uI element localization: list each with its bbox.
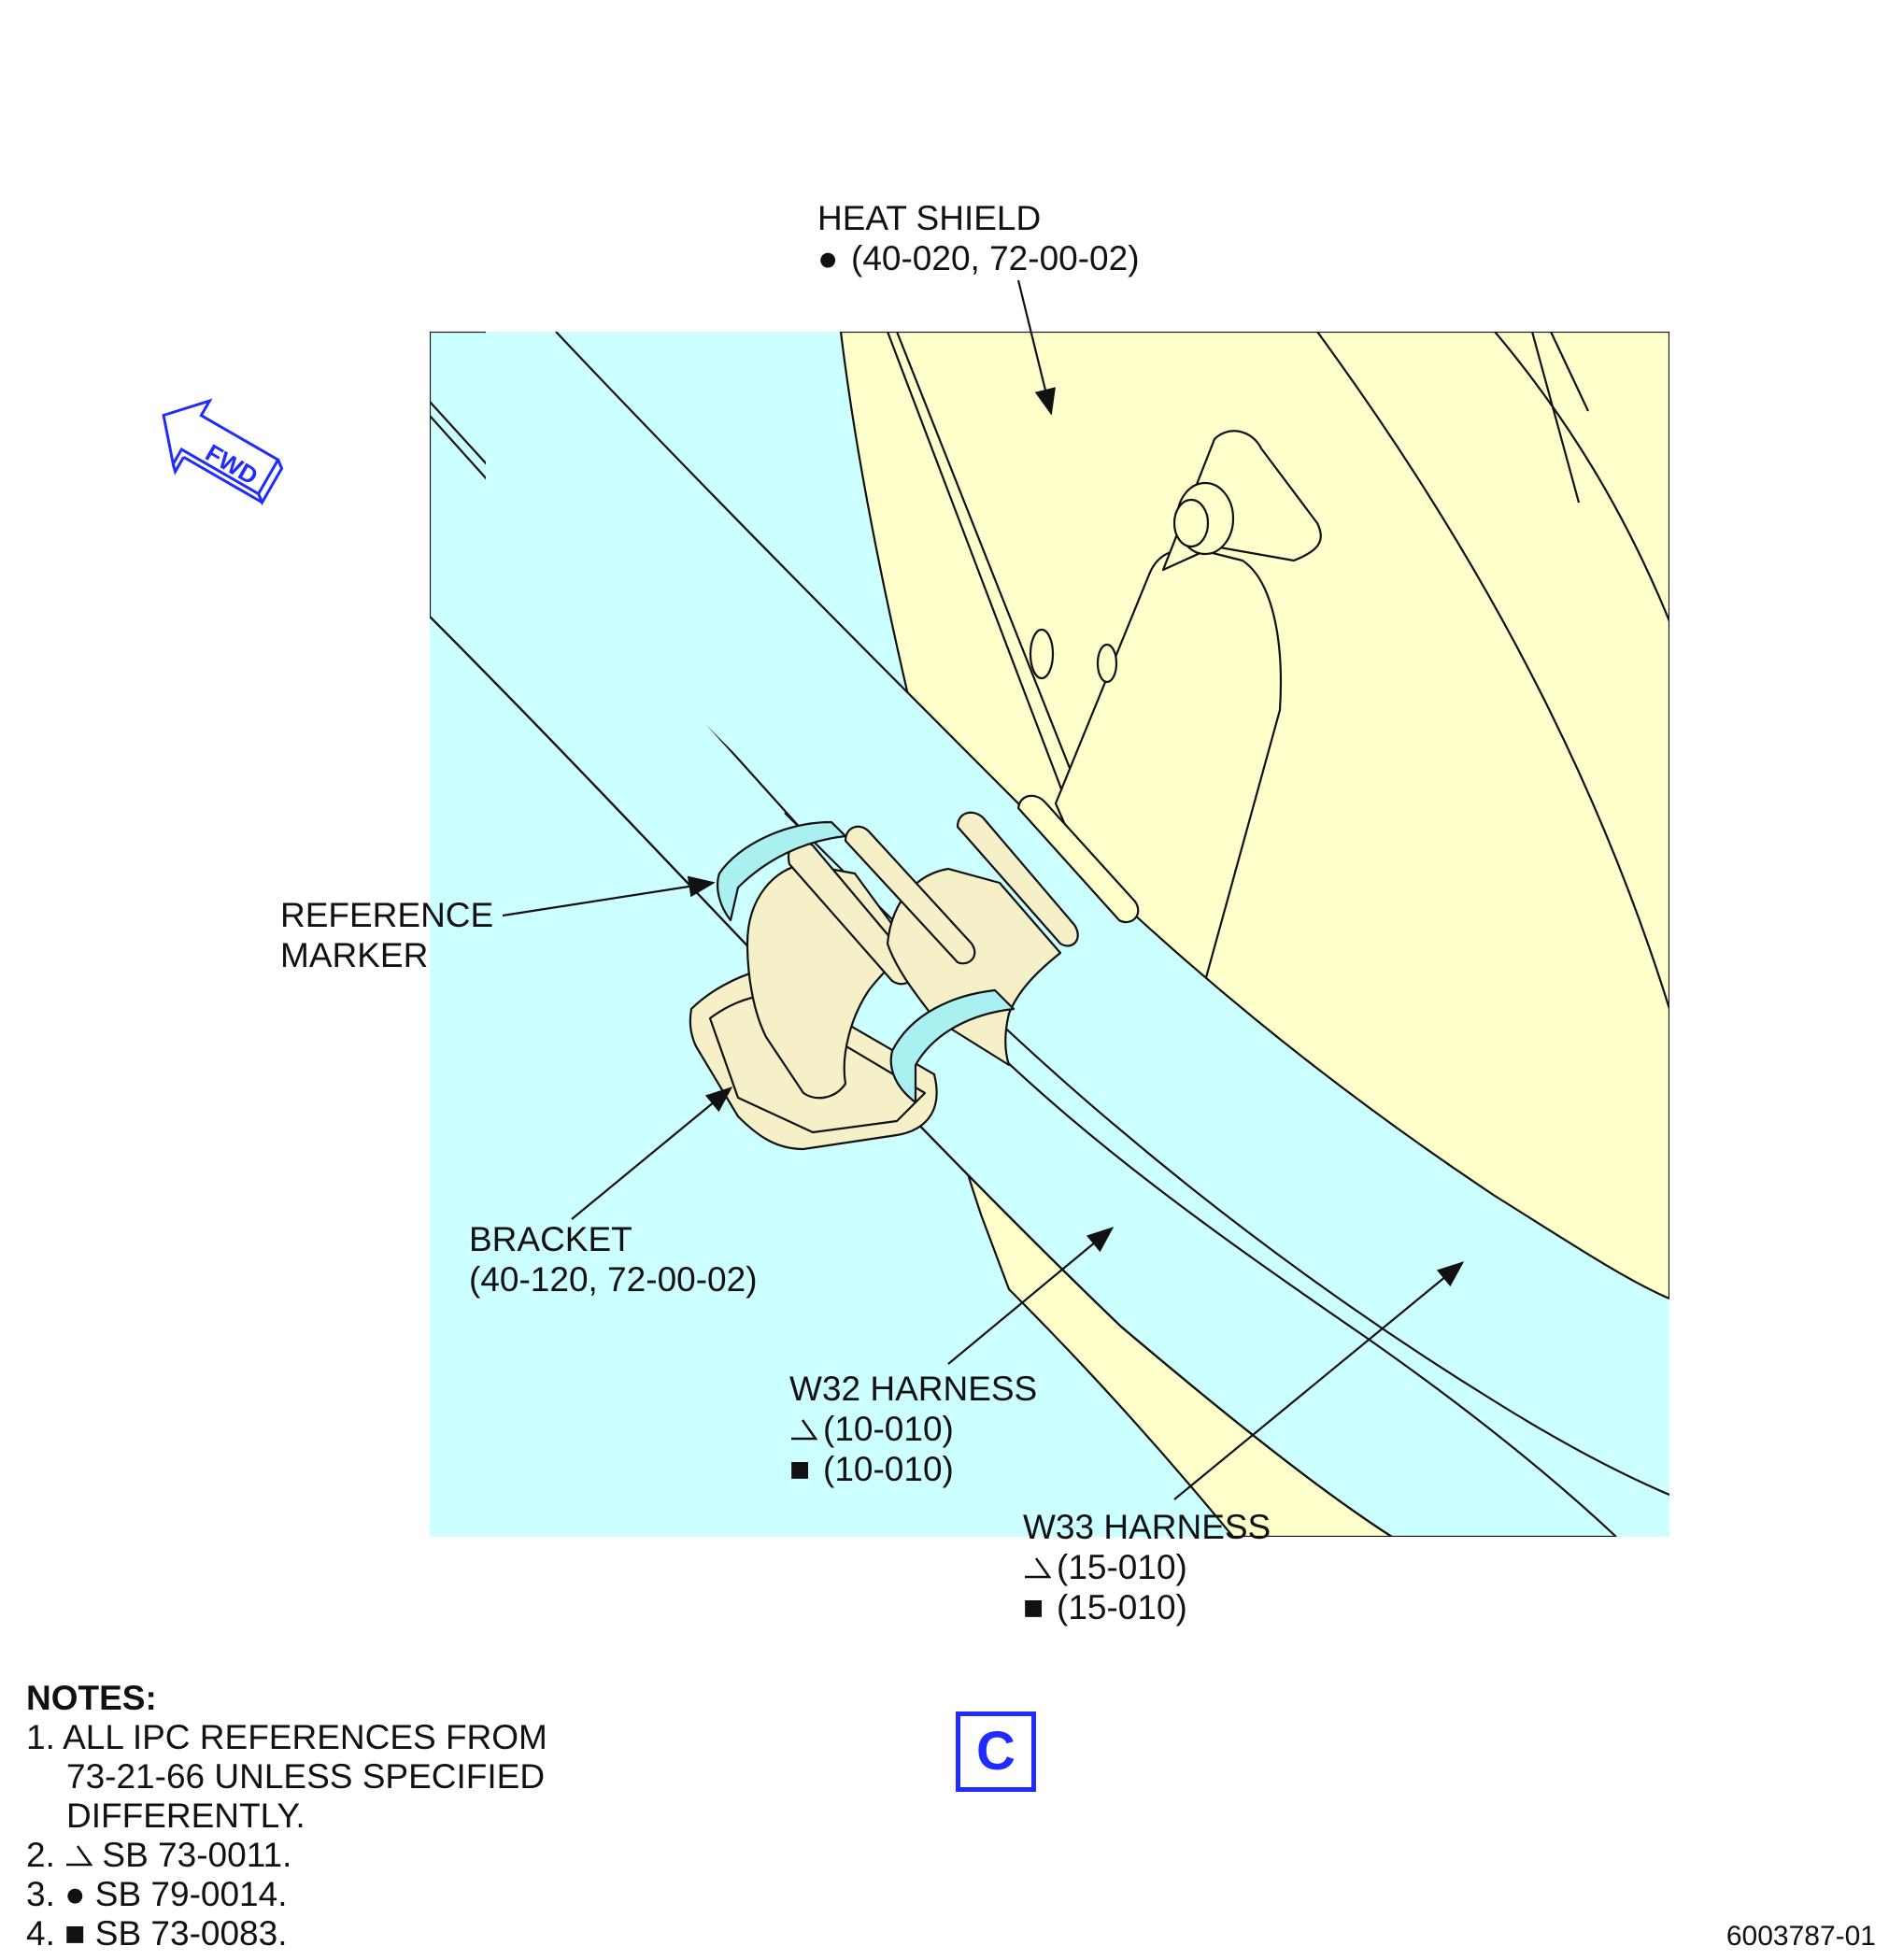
heat-shield-contour xyxy=(1550,332,1589,412)
reference-marker-line1: REFERENCE xyxy=(280,896,494,934)
w32-name: W32 HARNESS xyxy=(789,1370,1038,1408)
w33-harness-bottom-edge xyxy=(971,1027,1617,1537)
reference-marker-band xyxy=(889,988,1016,1104)
w32-harness-label: W32 HARNESS (10-010) ■ (10-010) xyxy=(789,1369,1037,1489)
hole xyxy=(1029,628,1055,680)
w32-ref1: (10-010) xyxy=(823,1410,954,1448)
heat-shield-contour xyxy=(1494,332,1669,622)
bracket-clip-roll xyxy=(956,811,1079,947)
hole xyxy=(1096,643,1118,684)
bracket-clip-roll xyxy=(844,825,976,965)
fastener-head xyxy=(1172,498,1210,548)
heat-shield-tab xyxy=(1054,548,1283,983)
note-3: 3. ● SB 79-0014. xyxy=(26,1875,288,1913)
bracket-name: BRACKET xyxy=(469,1220,632,1258)
circle-symbol-icon: ● xyxy=(817,239,839,277)
notes-block: NOTES: 1. ALL IPC REFERENCES FROM 73-21-… xyxy=(26,1679,547,1953)
leader-heat-shield xyxy=(1016,279,1056,416)
note-1-line1: 1. ALL IPC REFERENCES FROM xyxy=(26,1718,547,1756)
note-4: 4. ■ SB 73-0083. xyxy=(26,1914,288,1953)
notes-title: NOTES: xyxy=(26,1679,157,1717)
triangle-symbol-icon xyxy=(1023,1547,1057,1587)
heat-shield-label: HEAT SHIELD ● (40-020, 72-00-02) xyxy=(817,198,1140,278)
w32-harness-bottom-edge xyxy=(430,616,1393,1537)
note-1-line3: DIFFERENTLY. xyxy=(66,1797,305,1835)
note-1-line2: 73-21-66 UNLESS SPECIFIED xyxy=(66,1757,546,1796)
heat-shield-edge xyxy=(886,332,1067,800)
leader-reference-marker xyxy=(502,875,716,917)
heat-shield-edge xyxy=(895,332,1086,804)
square-symbol-icon: ■ xyxy=(1023,1588,1044,1626)
figure-number: 6003787-01 xyxy=(1726,1921,1876,1952)
reference-marker-band xyxy=(716,820,847,922)
w32-ref2: (10-010) xyxy=(823,1450,954,1488)
view-letter-box: C xyxy=(956,1711,1036,1792)
fwd-arrow xyxy=(162,398,284,506)
w33-ref1: (15-010) xyxy=(1057,1548,1187,1586)
reference-marker-line2: MARKER xyxy=(280,936,429,974)
heat-shield-contour xyxy=(1316,332,1669,1010)
w33-ref2: (15-010) xyxy=(1057,1588,1187,1626)
leader-bracket xyxy=(571,1087,733,1220)
w33-name: W33 HARNESS xyxy=(1023,1508,1271,1546)
reference-marker-label: REFERENCE MARKER xyxy=(280,895,493,975)
heat-shield-ref: (40-020, 72-00-02) xyxy=(851,239,1140,277)
square-symbol-icon: ■ xyxy=(64,1914,86,1953)
note-2: 2. SB 73-0011. xyxy=(26,1836,292,1874)
circle-symbol-icon: ● xyxy=(64,1875,86,1913)
bracket-label: BRACKET (40-120, 72-00-02) xyxy=(469,1219,758,1300)
leader-w33 xyxy=(1173,1261,1465,1500)
leader-w32 xyxy=(947,1227,1115,1365)
triangle-symbol-icon xyxy=(64,1836,93,1874)
heat-shield-roll xyxy=(1016,794,1140,924)
heat-shield-contour xyxy=(1530,332,1581,504)
bracket-ref: (40-120, 72-00-02) xyxy=(469,1260,758,1299)
heat-shield-name: HEAT SHIELD xyxy=(817,199,1042,237)
triangle-symbol-icon xyxy=(789,1409,823,1449)
w33-harness-top-edge xyxy=(555,332,1669,1300)
square-symbol-icon: ■ xyxy=(789,1450,811,1488)
w33-harness-label: W33 HARNESS (15-010) ■ (15-010) xyxy=(1023,1507,1271,1627)
